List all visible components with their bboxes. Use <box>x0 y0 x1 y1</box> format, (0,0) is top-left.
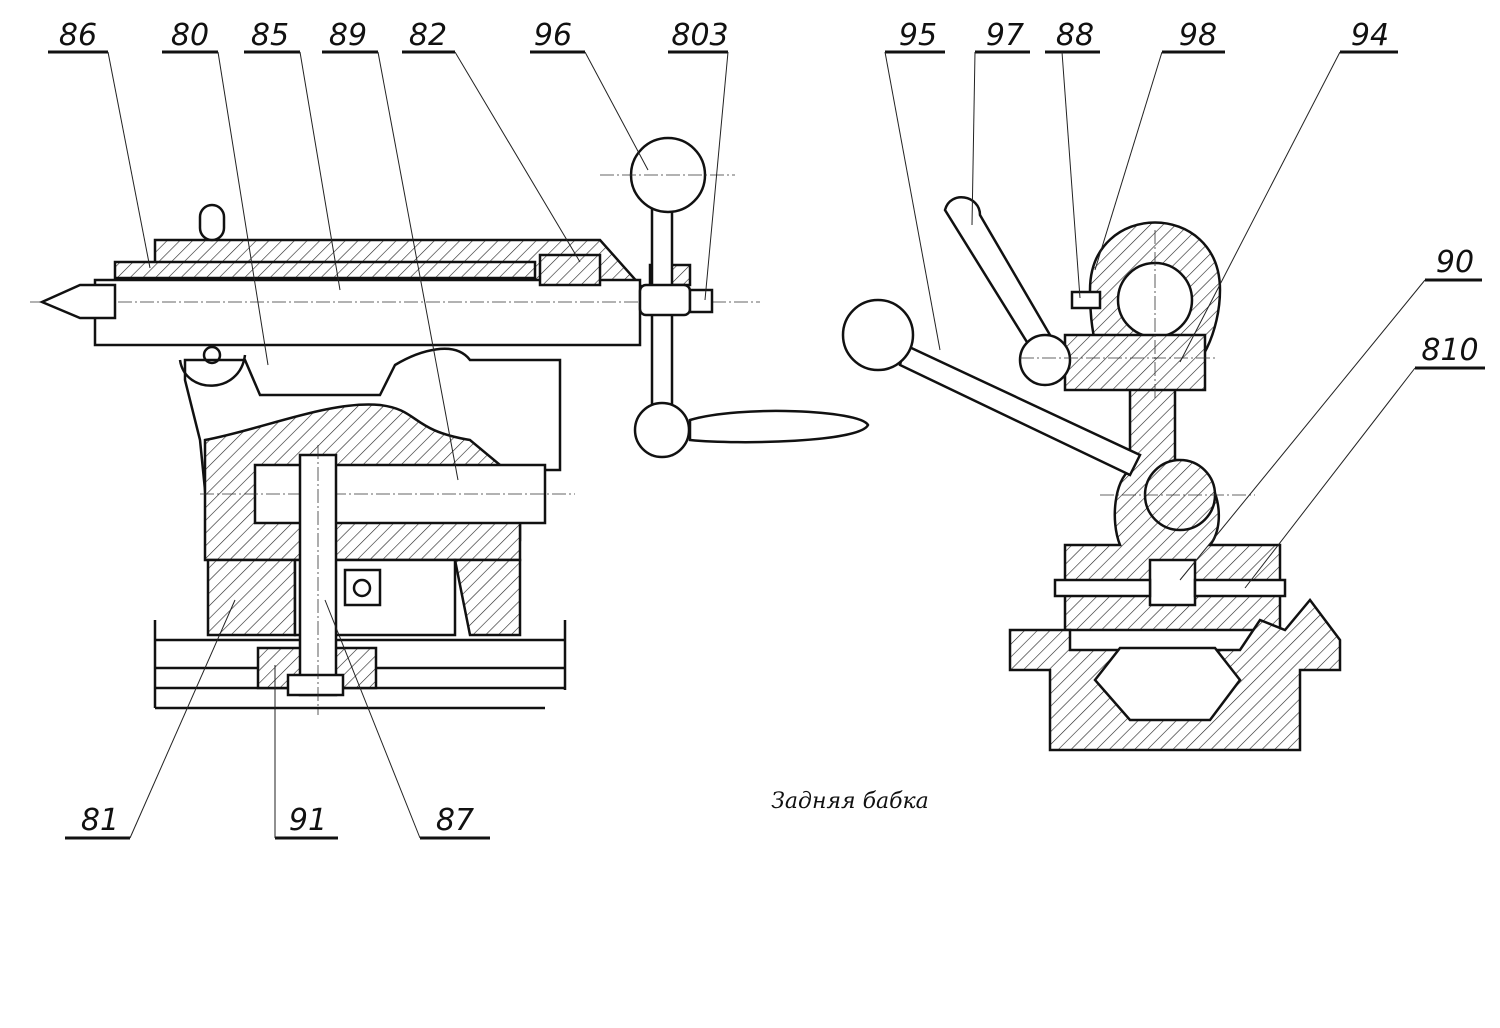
svg-text:91: 91 <box>289 803 327 838</box>
svg-text:81: 81 <box>81 803 119 838</box>
drawing-caption: Задняя бабка <box>771 789 929 814</box>
svg-text:98: 98 <box>1179 18 1217 53</box>
callout-81: 81 <box>65 599 236 840</box>
side-section-view <box>30 136 870 715</box>
svg-text:85: 85 <box>251 18 289 53</box>
callout-87: 87 <box>324 599 490 840</box>
svg-text:88: 88 <box>1056 18 1094 53</box>
svg-text:95: 95 <box>899 18 937 53</box>
callout-97: 97 <box>971 18 1030 226</box>
end-section-view <box>841 196 1342 752</box>
svg-text:87: 87 <box>436 803 474 838</box>
callout-80: 80 <box>162 18 269 366</box>
base-plate <box>206 558 297 637</box>
svg-text:90: 90 <box>1436 245 1474 280</box>
callouts: 86 80 85 89 82 96 803 95 97 88 98 94 90 … <box>48 18 1485 840</box>
callout-91: 91 <box>274 665 338 840</box>
svg-text:80: 80 <box>171 18 209 53</box>
callout-90: 90 <box>1179 245 1482 581</box>
svg-text:86: 86 <box>59 18 97 53</box>
svg-text:89: 89 <box>329 18 367 53</box>
svg-text:94: 94 <box>1351 18 1389 53</box>
callout-810: 810 <box>1244 333 1485 589</box>
clamp-lever <box>943 196 1052 358</box>
lead-nut <box>538 253 602 287</box>
svg-text:82: 82 <box>409 18 447 53</box>
callout-85: 85 <box>244 18 341 291</box>
svg-text:810: 810 <box>1421 333 1478 368</box>
callout-96: 96 <box>530 18 649 171</box>
svg-text:803: 803 <box>671 18 728 53</box>
callout-98: 98 <box>1094 18 1225 271</box>
svg-text:97: 97 <box>986 18 1024 53</box>
callout-86: 86 <box>48 18 151 269</box>
lock-bushing <box>1063 333 1207 392</box>
svg-text:96: 96 <box>534 18 572 53</box>
callout-89: 89 <box>322 18 459 481</box>
handwheel <box>629 136 870 459</box>
quill <box>93 278 642 347</box>
callout-95: 95 <box>884 18 945 351</box>
live-center <box>38 283 117 320</box>
callout-82: 82 <box>402 18 581 263</box>
callout-94: 94 <box>1179 18 1398 363</box>
callout-88: 88 <box>1045 18 1100 299</box>
callout-803: 803 <box>668 18 729 301</box>
